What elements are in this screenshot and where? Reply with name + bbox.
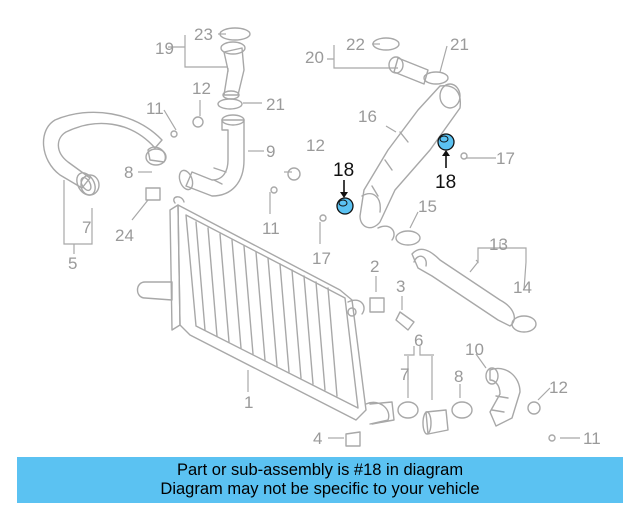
fastener-part [145,116,556,447]
callout-1: 1 [244,393,253,412]
callout-8: 8 [124,163,133,182]
callout-17: 17 [496,149,515,168]
intercooler-part [136,196,395,425]
callout-18-left: 18 [333,160,354,181]
callout-4: 4 [313,429,322,448]
callout-11: 11 [583,429,601,448]
callout-22: 22 [346,35,365,54]
callout-15: 15 [418,197,437,216]
callout-20: 20 [305,48,324,67]
callout-23: 23 [194,25,213,44]
callout-21: 21 [266,95,285,114]
callout-9: 9 [266,142,275,161]
turbo-outlet-hose-part [485,367,521,427]
upper-hose-part [219,27,251,100]
right-lower-hose-part [411,248,516,327]
connector-tube-part [422,409,449,435]
callout-13: 13 [489,235,508,254]
caption-line-2: Diagram may not be specific to your vehi… [160,480,480,498]
charge-pipe-part [178,114,245,197]
callout-6: 6 [414,331,423,350]
callout-12: 12 [192,79,211,98]
leader-lines [63,33,580,439]
callout-5: 5 [68,254,77,273]
left-charge-hose [42,111,167,196]
callout-3: 3 [396,277,405,296]
right-charge-pipe-part [359,83,462,241]
callout-14: 14 [513,278,532,297]
callout-labels: 23 19 12 21 11 9 8 12 7 24 5 11 17 18 20… [68,25,601,448]
highlighted-part-18 [336,133,455,215]
callout-8: 8 [454,367,463,386]
callout-17: 17 [312,249,331,268]
callout-18-right: 18 [435,172,456,193]
callout-12: 12 [306,136,325,155]
callout-16: 16 [358,107,377,126]
callout-12: 12 [549,378,568,397]
upper-right-hose-part [372,37,429,85]
caption-banner: Part or sub-assembly is #18 in diagram D… [17,457,623,503]
callout-24: 24 [115,226,134,245]
callout-2: 2 [370,257,379,276]
caption-line-1: Part or sub-assembly is #18 in diagram [176,461,464,479]
clamp-part [80,71,537,419]
callout-11: 11 [146,99,164,118]
callout-7: 7 [400,365,409,384]
callout-11: 11 [262,219,280,238]
callout-10: 10 [465,340,484,359]
callout-21: 21 [450,35,469,54]
callout-19: 19 [155,39,174,58]
callout-7: 7 [82,218,91,237]
